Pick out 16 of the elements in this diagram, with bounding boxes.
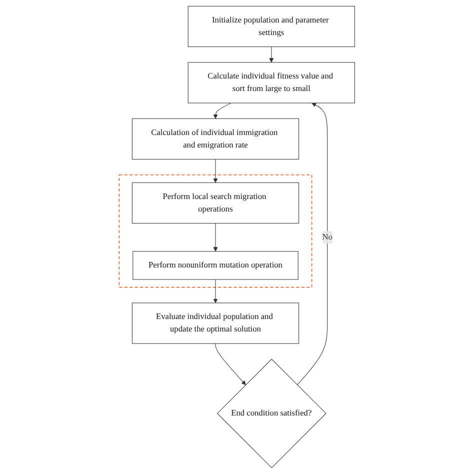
edge-label: No (322, 232, 332, 242)
arrow (296, 102, 328, 386)
arrow (213, 159, 218, 183)
node-box: Evaluate individual population and update the optimal solution (132, 302, 300, 344)
arrow (213, 223, 218, 252)
node-box: Perform nonuniform mutation operation (132, 251, 298, 280)
cluster (118, 174, 312, 288)
node-box: Initialize population and parameter settings (188, 6, 356, 48)
node-diamond: End condition satisfied? (217, 358, 326, 468)
arrow (213, 279, 218, 304)
node-box: Calculation of individual immigration and emigration rate (132, 118, 300, 160)
arrow (215, 343, 246, 386)
arrow (213, 102, 232, 119)
arrow (269, 46, 274, 63)
node-box: Perform local search migration operations (132, 182, 300, 224)
node-box: Calculate individual fitness value and sort from large to small (188, 62, 356, 104)
